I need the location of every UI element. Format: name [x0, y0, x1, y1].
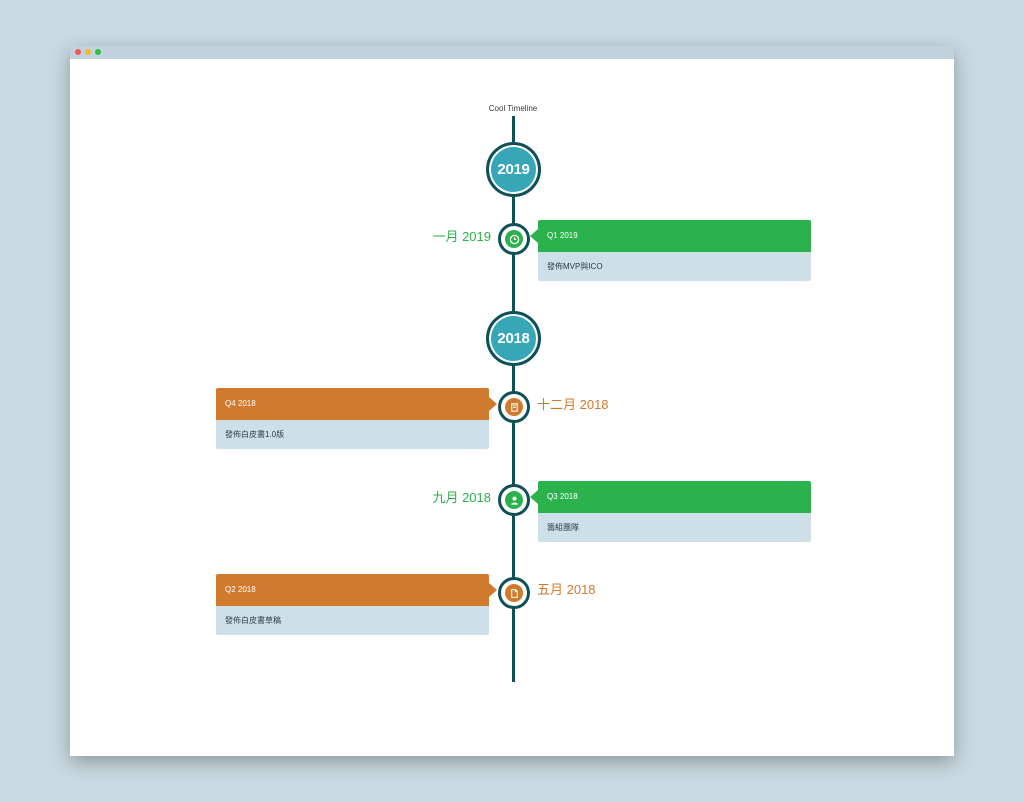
minimize-window-button[interactable]	[85, 49, 91, 55]
user-icon	[505, 491, 523, 509]
timeline-node	[498, 391, 530, 423]
event-description: 發佈白皮書草稿	[216, 606, 489, 635]
event-card: Q3 2018 籌組團隊	[530, 481, 811, 542]
document-icon	[505, 584, 523, 602]
close-window-button[interactable]	[75, 49, 81, 55]
event-date: 九月 2018	[432, 490, 491, 505]
event-date: 十二月 2018	[537, 397, 609, 412]
event-card-header: Q4 2018	[216, 388, 497, 420]
event-date: 一月 2019	[432, 229, 491, 244]
event-heading: Q2 2018	[225, 585, 256, 594]
book-icon	[505, 398, 523, 416]
event-card: Q2 2018 發佈白皮書草稿	[216, 574, 497, 635]
clock-icon	[505, 230, 523, 248]
event-card-header: Q1 2019	[530, 220, 811, 252]
event-card: Q4 2018 發佈白皮書1.0版	[216, 388, 497, 449]
event-card-header: Q3 2018	[530, 481, 811, 513]
event-description: 發佈白皮書1.0版	[216, 420, 489, 449]
event-card-header: Q2 2018	[216, 574, 497, 606]
window-titlebar	[70, 46, 954, 59]
year-badge-2018: 2018	[486, 311, 541, 366]
page-title: Cool Timeline	[488, 104, 538, 113]
maximize-window-button[interactable]	[95, 49, 101, 55]
event-card: Q1 2019 發佈MVP與ICO	[530, 220, 811, 281]
year-badge-2019: 2019	[486, 142, 541, 197]
event-date: 五月 2018	[537, 582, 596, 597]
timeline-node	[498, 577, 530, 609]
event-description: 發佈MVP與ICO	[538, 252, 811, 281]
timeline-node	[498, 484, 530, 516]
browser-window: Cool Timeline 2019 一月 2019 Q1 2019 發佈MVP…	[70, 46, 954, 756]
event-description: 籌組團隊	[538, 513, 811, 542]
event-heading: Q1 2019	[547, 231, 578, 240]
event-heading: Q3 2018	[547, 492, 578, 501]
timeline-node	[498, 223, 530, 255]
event-heading: Q4 2018	[225, 399, 256, 408]
